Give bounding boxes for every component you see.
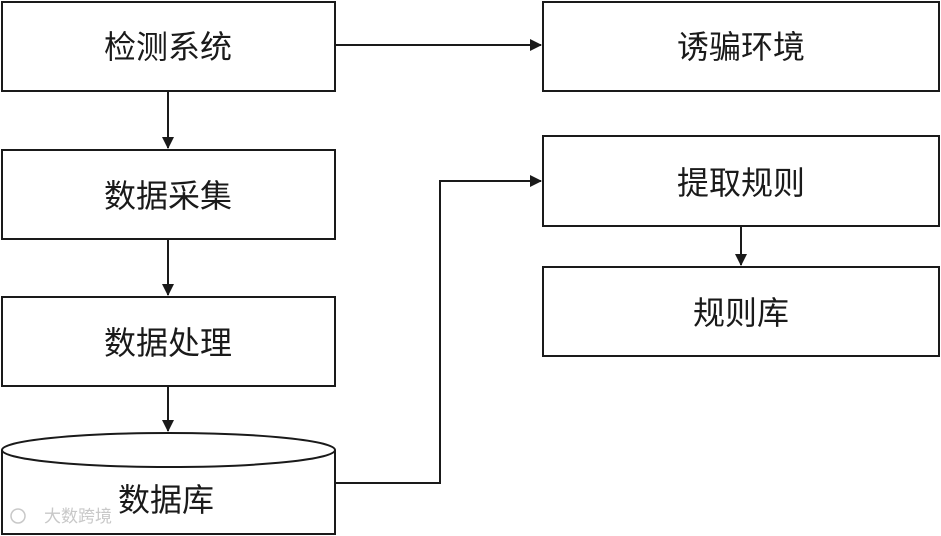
node-data-processing-label: 数据处理 (104, 324, 232, 362)
node-data-collection: 数据采集 (1, 149, 336, 240)
node-data-collection-label: 数据采集 (104, 177, 232, 215)
node-rule-base: 规则库 (542, 266, 940, 357)
watermark-logo-icon (10, 508, 26, 524)
node-detection-system: 检测系统 (1, 1, 336, 92)
node-database-label: 数据库 (118, 481, 214, 519)
node-detection-system-label: 检测系统 (104, 28, 232, 66)
watermark-text: 大数跨境 (44, 507, 112, 527)
node-decoy-environment-label: 诱骗环境 (677, 28, 805, 66)
watermark: 大数跨境 (10, 507, 112, 527)
node-data-processing: 数据处理 (1, 296, 336, 387)
node-database: 数据库 (1, 432, 336, 535)
node-extract-rules: 提取规则 (542, 135, 940, 227)
node-rule-base-label: 规则库 (693, 294, 789, 332)
node-decoy-environment: 诱骗环境 (542, 1, 940, 92)
arrow-database-to-extract-rules (335, 175, 542, 484)
node-extract-rules-label: 提取规则 (677, 164, 805, 202)
